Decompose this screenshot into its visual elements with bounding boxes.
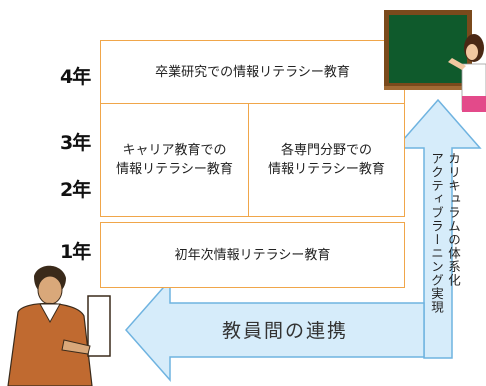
horizontal-left-arrow: [125, 278, 425, 382]
box-major-field: 各専門分野での 情報リテラシー教育: [248, 103, 405, 217]
year-label-2: 2年: [60, 179, 91, 201]
chalk-tray: [384, 86, 472, 90]
year-label-3: 3年: [60, 132, 91, 154]
career-line-1: キャリア教育での: [122, 143, 227, 158]
year-label-4: 4年: [60, 66, 91, 88]
box-career-education: キャリア教育での 情報リテラシー教育: [100, 103, 249, 217]
major-line-1: 各専門分野での: [280, 143, 372, 158]
laptop-screen: [87, 295, 111, 357]
box-freshman-text: 初年次情報リテラシー教育: [174, 247, 331, 263]
box-freshman: 初年次情報リテラシー教育: [100, 222, 405, 288]
vertical-arrow-text-2: アクティブラーニング実現: [429, 152, 444, 314]
career-line-2: 情報リテラシー教育: [116, 162, 233, 177]
man-shirt-collar: [39, 303, 61, 324]
horizontal-arrow-label: 教員間の連携: [222, 320, 349, 342]
year-label-1: 1年: [60, 241, 91, 263]
teacher-skirt: [462, 96, 486, 112]
vertical-arrow-text-1: カリキュラムの体系化: [446, 152, 461, 287]
box-graduation-research-text: 卒業研究での情報リテラシー教育: [155, 64, 350, 80]
teacher-face: [466, 44, 478, 60]
major-line-2: 情報リテラシー教育: [268, 162, 385, 177]
blackboard-surface: [389, 15, 467, 83]
man-face: [37, 275, 63, 305]
box-graduation-research: 卒業研究での情報リテラシー教育: [100, 40, 405, 104]
teacher-arm: [448, 58, 466, 70]
man-hand: [61, 339, 91, 355]
